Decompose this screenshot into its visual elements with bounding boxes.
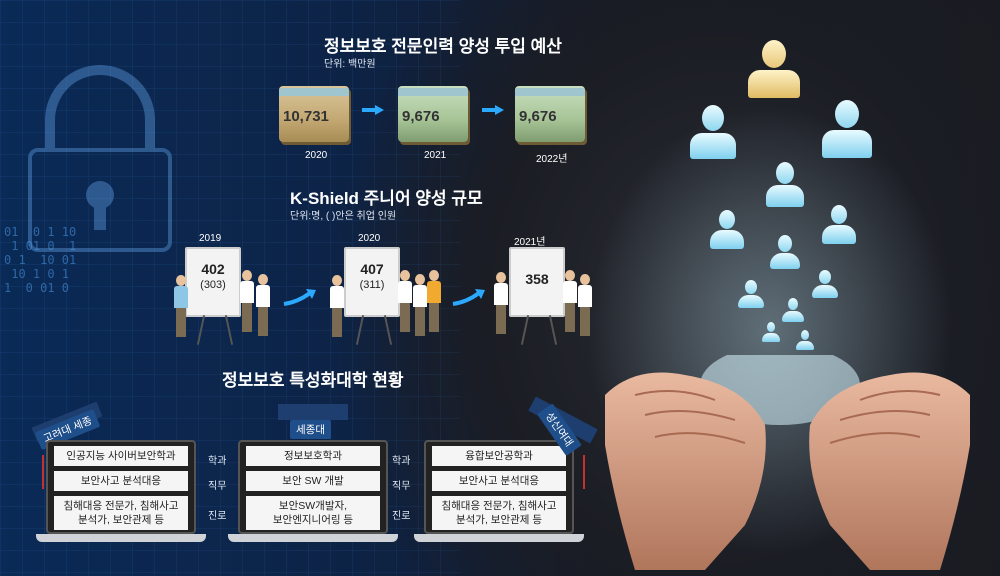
money-stack-icon: 9,676 xyxy=(398,86,468,142)
person-icon xyxy=(427,270,441,334)
person-icon xyxy=(174,275,188,339)
laptop-icon: 융합보안공학과 보안사고 분석대응 침해대응 전문가, 침해사고 분석가, 보안… xyxy=(414,440,584,542)
university-name: 세종대 xyxy=(290,420,331,439)
whiteboard-icon: 402 (303) xyxy=(185,247,241,317)
budget-title: 정보보호 전문인력 양성 투입 예산 xyxy=(324,37,562,56)
row-label-duty: 직무 xyxy=(392,481,411,492)
kshield-total: 358 xyxy=(525,271,549,287)
row-label-career: 진로 xyxy=(392,511,411,522)
kshield-title: K-Shield 주니어 양성 규모 xyxy=(290,189,483,208)
kshield-employed: (303) xyxy=(200,279,226,291)
kshield-year: 2021년 xyxy=(514,237,546,248)
budget-unit: 단위: 백만원 xyxy=(324,59,376,70)
arrow-right-icon xyxy=(482,105,504,115)
arrow-right-icon xyxy=(362,105,384,115)
whiteboard-icon: 358 xyxy=(509,247,565,317)
kshield-total: 402 xyxy=(201,261,225,277)
university-dept: 융합보안공학과 xyxy=(432,446,566,466)
university-duty: 보안사고 분석대응 xyxy=(54,471,188,491)
university-dept: 인공지능 사이버보안학과 xyxy=(54,446,188,466)
person-icon xyxy=(413,274,427,338)
tassel-icon xyxy=(583,455,585,489)
universities-title: 정보보호 특성화대학 현황 xyxy=(222,371,404,390)
arrow-right-icon xyxy=(283,289,316,306)
university-duty: 보안 SW 개발 xyxy=(246,471,380,491)
laptop-icon: 인공지능 사이버보안학과 보안사고 분석대응 침해대응 전문가, 침해사고 분석… xyxy=(36,440,206,542)
budget-value: 9,676 xyxy=(519,108,557,125)
row-label-duty: 직무 xyxy=(208,481,227,492)
budget-year: 2022년 xyxy=(536,154,568,165)
budget-year: 2021 xyxy=(424,150,447,161)
budget-year: 2020 xyxy=(305,150,328,161)
person-icon xyxy=(494,272,508,336)
budget-value: 9,676 xyxy=(402,108,440,125)
kshield-year: 2019 xyxy=(199,233,222,244)
money-stack-icon: 9,676 xyxy=(515,86,585,142)
person-icon xyxy=(256,274,270,338)
person-icon xyxy=(563,270,577,334)
person-icon xyxy=(398,270,412,334)
budget-value: 10,731 xyxy=(283,108,329,125)
university-career: 침해대응 전문가, 침해사고 분석가, 보안관제 등 xyxy=(432,496,566,530)
kshield-employed: (311) xyxy=(359,279,385,291)
row-label-dept: 학과 xyxy=(392,456,411,467)
row-label-career: 진로 xyxy=(208,511,227,522)
person-icon xyxy=(240,270,254,334)
university-dept: 정보보호학과 xyxy=(246,446,380,466)
university-career: 침해대응 전문가, 침해사고 분석가, 보안관제 등 xyxy=(54,496,188,530)
kshield-unit: 단위:명, ( )안은 취업 인원 xyxy=(290,211,397,222)
person-icon xyxy=(578,274,592,338)
arrow-right-icon xyxy=(452,289,485,306)
university-duty: 보안사고 분석대응 xyxy=(432,471,566,491)
person-icon xyxy=(330,275,344,339)
binary-code-decoration: 01 0 1 10 1 01 0 1 0 1 10 01 10 1 0 1 1 … xyxy=(4,225,77,295)
row-label-dept: 학과 xyxy=(208,456,227,467)
tassel-icon xyxy=(42,455,44,489)
kshield-total: 407 xyxy=(360,261,384,277)
kshield-year: 2020 xyxy=(358,233,381,244)
graduation-cap-icon xyxy=(278,404,348,420)
money-stack-icon: 10,731 xyxy=(279,86,349,142)
whiteboard-icon: 407 (311) xyxy=(344,247,400,317)
hands-icon xyxy=(605,355,970,570)
university-career: 보안SW개발자, 보안엔지니어링 등 xyxy=(246,496,380,530)
laptop-icon: 정보보호학과 보안 SW 개발 보안SW개발자, 보안엔지니어링 등 xyxy=(228,440,398,542)
padlock-icon xyxy=(28,65,172,252)
